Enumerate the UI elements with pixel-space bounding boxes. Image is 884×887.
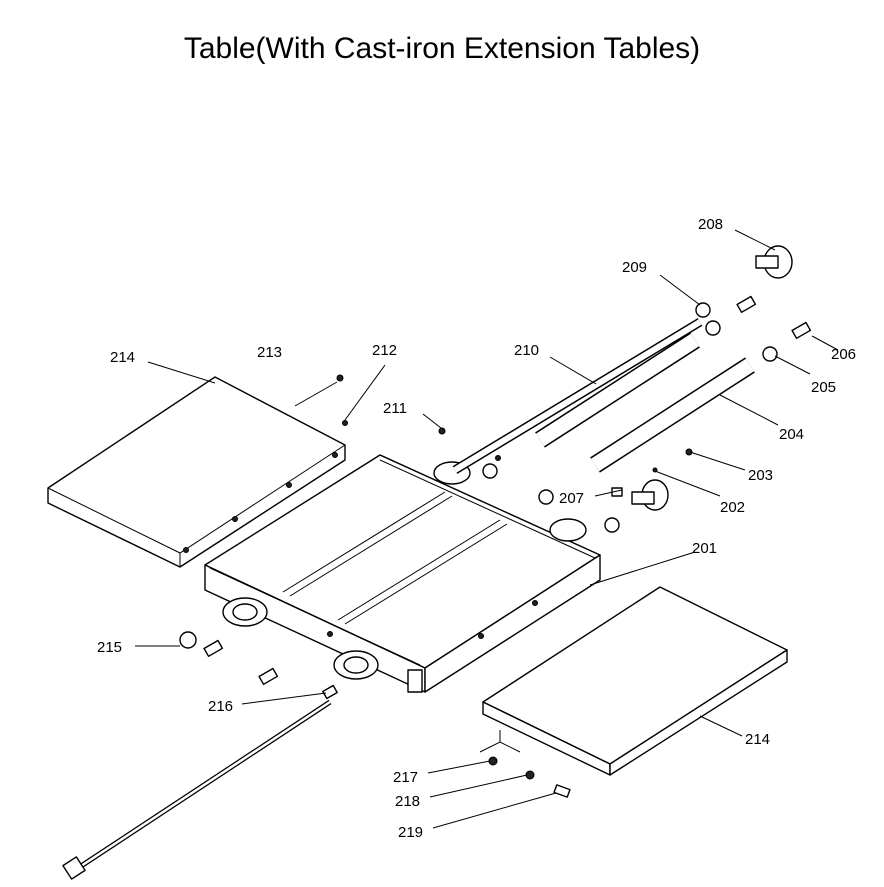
- hardware: [179, 245, 812, 798]
- part-label-215: 215: [97, 639, 122, 656]
- part-label-216: 216: [208, 698, 233, 715]
- part-label-208: 208: [698, 216, 723, 233]
- part-label-205: 205: [811, 379, 836, 396]
- part-label-207: 207: [559, 490, 584, 507]
- part-label-203: 203: [748, 467, 773, 484]
- mounting-brackets: [222, 461, 587, 693]
- part-label-202: 202: [720, 499, 745, 516]
- part-label-218: 218: [395, 793, 420, 810]
- part-label-201: 201: [692, 540, 717, 557]
- leader-lines: [135, 229, 839, 829]
- part-label-204: 204: [779, 426, 804, 443]
- left-extension-table: [47, 376, 346, 568]
- part-label-217: 217: [393, 769, 418, 786]
- part-label-213: 213: [257, 344, 282, 361]
- part-label-214-right: 214: [745, 731, 770, 748]
- rails: [62, 318, 755, 880]
- diagram-title: Table(With Cast-iron Extension Tables): [183, 32, 701, 65]
- part-label-219: 219: [398, 824, 423, 841]
- part-label-209: 209: [622, 259, 647, 276]
- right-extension-table: [482, 586, 788, 776]
- part-label-206: 206: [831, 346, 856, 363]
- part-label-211: 211: [383, 400, 407, 417]
- part-label-212: 212: [372, 342, 397, 359]
- part-label-214-left: 214: [110, 349, 135, 366]
- part-label-210: 210: [514, 342, 539, 359]
